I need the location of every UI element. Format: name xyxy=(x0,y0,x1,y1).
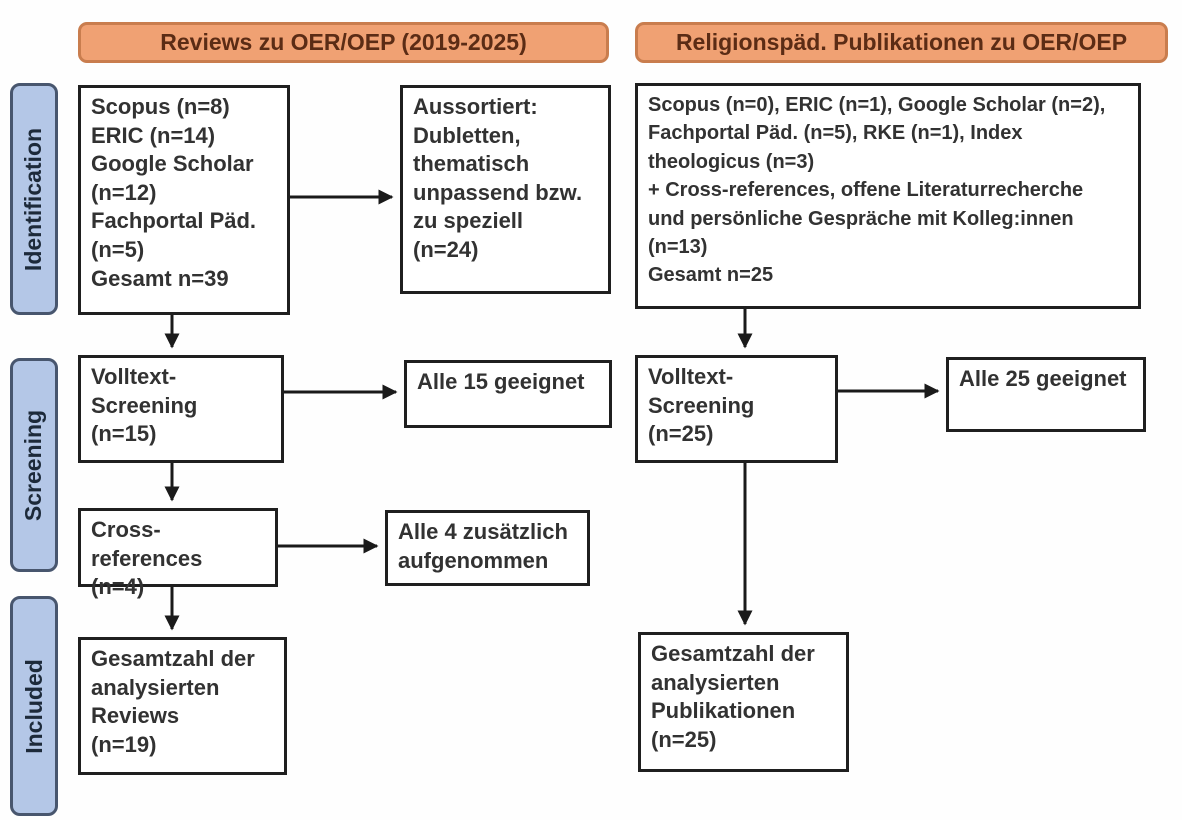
column-header-reviews: Reviews zu OER/OEP (2019-2025) xyxy=(78,22,609,63)
box-right-sources-text: Scopus (n=0), ERIC (n=1), Google Scholar… xyxy=(648,94,1106,287)
box-right-fulltext-result: Alle 25 geeignet xyxy=(946,357,1146,432)
box-right-sources: Scopus (n=0), ERIC (n=1), Google Scholar… xyxy=(635,83,1141,309)
box-right-fulltext-result-text: Alle 25 geeignet xyxy=(959,366,1127,391)
box-left-fulltext-screening: Volltext- Screening (n=15) xyxy=(78,355,284,463)
box-left-cross-references: Cross-references (n=4) xyxy=(78,508,278,599)
column-header-religionspaed-label: Religionspäd. Publikationen zu OER/OEP xyxy=(675,29,1128,55)
stage-screening-label: Screening xyxy=(20,409,47,521)
box-left-included-total: Gesamtzahl der analysierten Reviews (n=1… xyxy=(78,637,287,775)
box-left-fulltext-result: Alle 15 geeignet xyxy=(404,360,612,428)
box-left-fulltext-result-text: Alle 15 geeignet xyxy=(417,369,585,394)
box-left-cross-references-text: Cross-references (n=4) xyxy=(91,517,203,600)
column-header-religionspaed: Religionspäd. Publikationen zu OER/OEP xyxy=(635,22,1168,63)
box-left-cross-references-result-text: Alle 4 zusätzlich aufgenommen xyxy=(398,519,568,573)
stage-screening: Screening xyxy=(10,358,58,572)
box-right-included-total-text: Gesamtzahl der analysierten Publikatione… xyxy=(651,641,815,752)
stage-included-label: Included xyxy=(20,658,47,754)
box-left-excluded: Aussortiert: Dubletten, thematisch unpas… xyxy=(400,85,611,294)
box-right-fulltext-screening: Volltext- Screening (n=25) xyxy=(635,355,838,463)
stage-included: Included xyxy=(10,596,58,816)
box-left-cross-references-result: Alle 4 zusätzlich aufgenommen xyxy=(385,510,590,586)
stage-identification: Identification xyxy=(10,83,58,315)
box-right-included-total: Gesamtzahl der analysierten Publikatione… xyxy=(638,632,849,772)
box-left-fulltext-screening-text: Volltext- Screening (n=15) xyxy=(91,364,198,447)
column-header-reviews-label: Reviews zu OER/OEP (2019-2025) xyxy=(160,29,527,55)
box-left-included-total-text: Gesamtzahl der analysierten Reviews (n=1… xyxy=(91,646,255,757)
box-right-fulltext-screening-text: Volltext- Screening (n=25) xyxy=(648,364,755,447)
box-left-sources: Scopus (n=8) ERIC (n=14) Google Scholar … xyxy=(78,85,290,315)
box-left-sources-text: Scopus (n=8) ERIC (n=14) Google Scholar … xyxy=(91,94,257,291)
stage-identification-label: Identification xyxy=(20,127,47,271)
box-left-excluded-text: Aussortiert: Dubletten, thematisch unpas… xyxy=(413,94,583,262)
